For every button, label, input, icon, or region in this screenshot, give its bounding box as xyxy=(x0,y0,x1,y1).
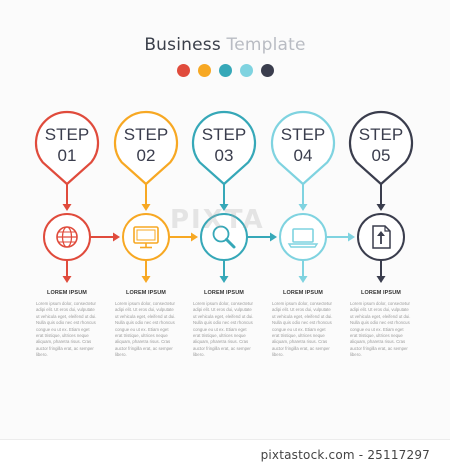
magnifier-handle xyxy=(225,238,236,249)
step-heading: LOREM IPSUM xyxy=(283,290,323,296)
step-text-column: LOREM IPSUM Lorem ipsum dolor, consectetu… xyxy=(350,290,412,359)
title-word-template: Template xyxy=(226,35,306,55)
step-body: Lorem ipsum dolor, consectetur adipi eli… xyxy=(350,301,411,358)
connector-arrow-right-head xyxy=(113,232,120,242)
step-word: STEP xyxy=(202,125,246,144)
palette-dot xyxy=(260,64,274,77)
step-heading: LOREM IPSUM xyxy=(47,290,87,296)
step-text-column: LOREM IPSUM Lorem ipsum dolor, consectetu… xyxy=(272,290,334,359)
step-number: 02 xyxy=(137,146,156,165)
palette-dot xyxy=(176,64,190,77)
step-group: STEP 01 xyxy=(34,110,100,261)
step-pin xyxy=(113,110,179,186)
connector-arrow-down-head xyxy=(62,204,72,211)
step-group: STEP 04 xyxy=(270,110,336,261)
step-body: Lorem ipsum dolor, consectetur adipi eli… xyxy=(115,301,176,358)
document-fold xyxy=(384,226,390,232)
step-word: STEP xyxy=(359,125,403,144)
upload-head xyxy=(377,231,385,236)
step-word: STEP xyxy=(124,125,168,144)
document-upload-icon xyxy=(372,225,391,249)
step-text-column: LOREM IPSUM Lorem ipsum dolor, consectetu… xyxy=(115,290,177,359)
palette-dot xyxy=(218,64,232,77)
magnifier-icon xyxy=(212,225,236,249)
step-body: Lorem ipsum dolor, consectetur adipi eli… xyxy=(193,301,254,358)
step-pin xyxy=(348,110,414,186)
step-heading: LOREM IPSUM xyxy=(204,290,244,296)
monitor-inner xyxy=(136,229,156,241)
laptop-base xyxy=(287,243,319,248)
step-pin xyxy=(270,110,336,186)
connector-arrow-down-head xyxy=(376,204,386,211)
stock-footer: pixtastock.com - 25117297 xyxy=(0,439,450,470)
step-word: STEP xyxy=(281,125,325,144)
connector-arrow-down-head xyxy=(141,276,151,283)
page-title: Business Template xyxy=(0,35,450,55)
connector-arrow-down-head xyxy=(62,276,72,283)
document-outline xyxy=(372,225,391,249)
connector-arrow-right-head xyxy=(191,232,198,242)
step-body: Lorem ipsum dolor, consectetur adipi eli… xyxy=(36,301,97,358)
step-heading: LOREM IPSUM xyxy=(361,290,401,296)
palette-dot xyxy=(239,64,253,77)
connector-arrow-down-head xyxy=(219,276,229,283)
step-heading: LOREM IPSUM xyxy=(126,290,166,296)
step-node xyxy=(122,213,170,261)
step-number: 03 xyxy=(215,146,234,165)
step-group: STEP 05 xyxy=(348,110,414,261)
connector-arrow-down-head xyxy=(298,276,308,283)
connector-arrow-down-head xyxy=(376,276,386,283)
title-word-business: Business xyxy=(144,35,221,55)
connector-arrow-down-head xyxy=(141,204,151,211)
step-node xyxy=(279,213,327,261)
watermark: PIXTA xyxy=(170,205,265,235)
palette-dots xyxy=(0,64,450,77)
step-number: 04 xyxy=(294,146,313,165)
monitor-icon xyxy=(133,226,159,249)
step-word: STEP xyxy=(45,125,89,144)
magnifier-lens xyxy=(212,225,230,243)
globe-icon xyxy=(56,226,78,248)
palette-dot xyxy=(197,64,211,77)
step-pin xyxy=(34,110,100,186)
step-body: Lorem ipsum dolor, consectetur adipi eli… xyxy=(272,301,333,358)
connector-arrow-right-head xyxy=(270,232,277,242)
laptop-icon xyxy=(287,228,319,248)
connector-arrow-down-head xyxy=(219,204,229,211)
connector-arrow-down-head xyxy=(298,204,308,211)
step-group: STEP 02 xyxy=(113,110,179,261)
step-pin xyxy=(191,110,257,186)
step-number: 05 xyxy=(372,146,391,165)
laptop-screen xyxy=(292,228,314,243)
step-text-column: LOREM IPSUM Lorem ipsum dolor, consectetu… xyxy=(36,290,98,359)
step-text-column: LOREM IPSUM Lorem ipsum dolor, consectetu… xyxy=(193,290,255,359)
stock-id: pixtastock.com - 25117297 xyxy=(260,448,430,462)
step-number: 01 xyxy=(58,146,77,165)
connector-arrow-right-head xyxy=(348,232,355,242)
